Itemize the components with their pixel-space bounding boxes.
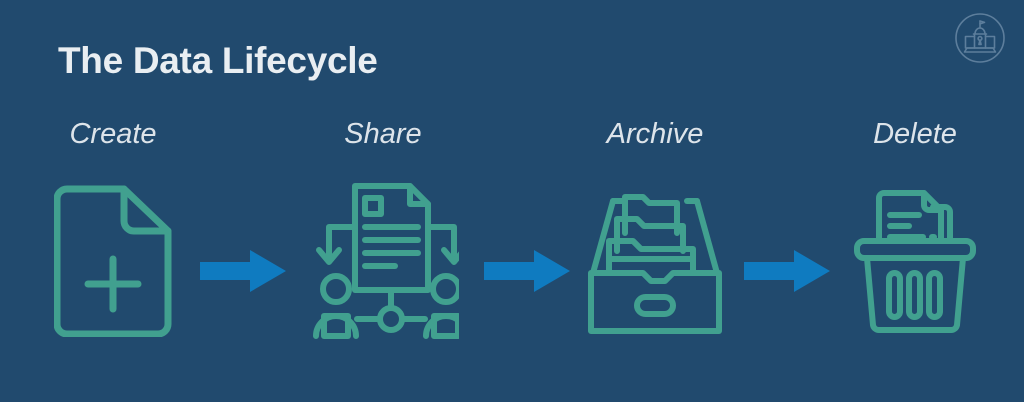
arrow-right-icon-2 xyxy=(484,248,570,294)
stage-share[interactable]: Share xyxy=(288,118,478,363)
page-title: The Data Lifecycle xyxy=(58,40,378,81)
stage-label-archive: Archive xyxy=(606,118,704,150)
stage-label-create: Create xyxy=(69,118,157,150)
stage-delete[interactable]: Delete xyxy=(820,118,1010,363)
document-add-icon xyxy=(18,176,208,346)
stage-label-share: Share xyxy=(344,118,422,150)
file-drawer-icon xyxy=(560,176,750,346)
capitol-building-circle-logo-icon xyxy=(954,12,1006,64)
trash-bin-document-icon xyxy=(820,176,1010,346)
stage-create[interactable]: Create xyxy=(18,118,208,363)
arrow-right-icon-1 xyxy=(200,248,286,294)
lifecycle-stage-row: Create Share xyxy=(0,118,1024,363)
stage-archive[interactable]: Archive xyxy=(560,118,750,363)
arrow-right-icon-3 xyxy=(744,248,830,294)
document-share-network-icon xyxy=(288,176,478,346)
stage-label-delete: Delete xyxy=(873,118,957,150)
